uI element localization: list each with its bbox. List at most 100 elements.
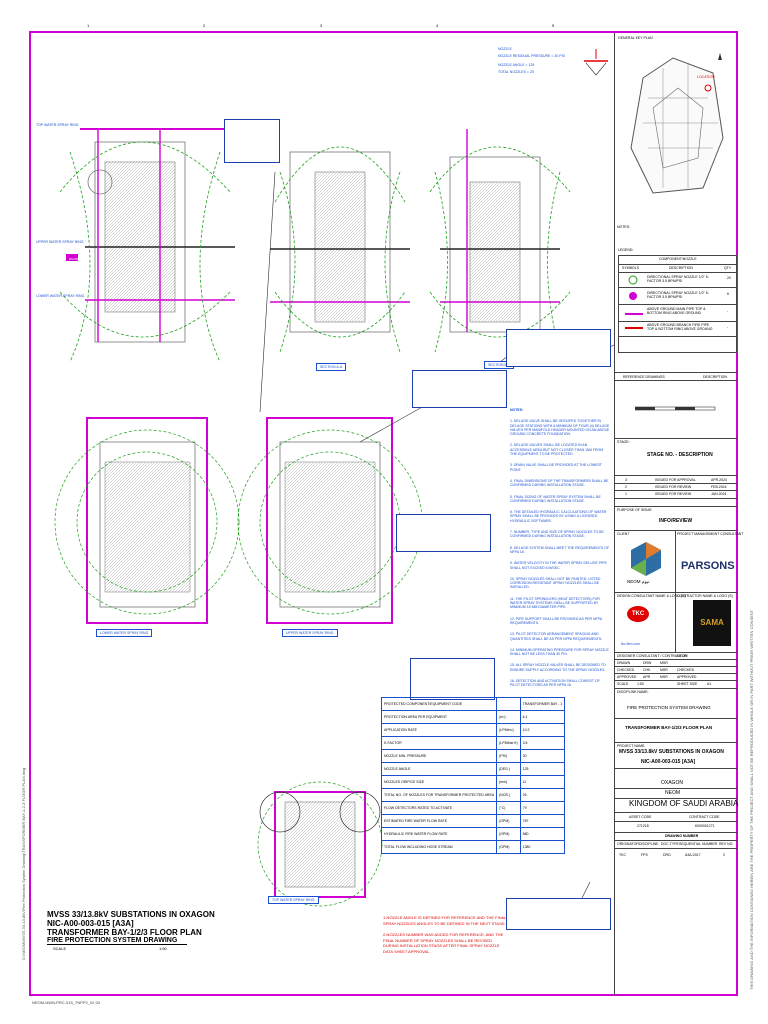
red-notes: 1-NOZZLE ANGLE IS DEFINED FOR REFERENCE … xyxy=(383,915,508,954)
legend-qty: 20 xyxy=(727,276,731,280)
table-header: TRANSFORMER BAY - 1 xyxy=(519,697,566,711)
tkc-url: tkc-firm.com xyxy=(621,642,641,646)
callout-box xyxy=(224,119,280,163)
table-cell: TOTAL NO. OF NOZZLES FOR TRANSFORMER PRO… xyxy=(380,788,498,802)
table-cell: (DEG.) xyxy=(496,762,521,776)
purpose-label: PURPOSE OF ISSUE: xyxy=(617,508,653,512)
table-cell: HYDRAULIC FIRE WATER FLOW RATE xyxy=(380,827,498,841)
note-item: 1. DELUGE VALVE SHALL BE GROUPED TOGETHE… xyxy=(510,419,610,437)
key-plan-panel: GENERAL KEY PLAN LOCATION NOTES: LEGEND:… xyxy=(614,33,738,372)
dn-header: ORIGINATOR xyxy=(617,842,639,846)
grid-number: 2 xyxy=(203,23,206,28)
table-cell: FLOW DETECTORS RATED TO ACTIVATE xyxy=(380,801,498,815)
dn-header: DISCIPLINE xyxy=(639,842,659,846)
sama-logo: SAMA xyxy=(693,600,731,646)
sheet-size-value: A1 xyxy=(707,682,712,686)
red-note: 2-NOZZLES NUMBER WAS ADDED FOR REFERENCE… xyxy=(383,932,504,954)
role-label: CHECKED xyxy=(617,668,635,672)
role-name: DRW xyxy=(643,661,652,665)
table-row: NOZZLE ANGLE(DEG.)125 xyxy=(380,762,566,776)
client-label: CLIENT xyxy=(617,532,630,536)
legend-qty: - xyxy=(727,325,729,329)
legend-header: DESCRIPTION xyxy=(669,266,693,270)
nozzle-info-header: NOZZLE xyxy=(498,47,512,51)
key-plan-map xyxy=(630,53,724,194)
callout-box xyxy=(396,514,491,552)
legend-header: SYMBOLS xyxy=(622,266,639,270)
table-cell: (PSI) xyxy=(496,749,521,763)
table-cell: (NOS.) xyxy=(496,788,521,802)
location-2: NEOM xyxy=(665,790,680,796)
project-line: NIC-A00-003-015 [A3A] xyxy=(641,759,696,765)
revision-desc: ISSUED FOR APPROVAL xyxy=(655,478,696,482)
grid-number: 3 xyxy=(320,23,323,28)
table-cell: K-FACTOR xyxy=(380,736,498,750)
stage-label: STAGE: xyxy=(617,440,630,444)
table-row: TOTAL NO. OF NOZZLES FOR TRANSFORMER PRO… xyxy=(380,788,566,802)
table-cell: 1380 xyxy=(519,840,566,854)
dn-header: DOC.TYPE xyxy=(661,842,679,846)
role-name: CHK xyxy=(643,668,651,672)
callout-box xyxy=(506,329,611,367)
table-cell: (GPM) xyxy=(496,814,521,828)
table-cell: 10.2 xyxy=(519,723,566,737)
legend-desc: DIRECTIONAL SPRAY NOZZLE 1/2" K-FACTOR 3… xyxy=(647,275,710,283)
revision-no: 3 xyxy=(625,478,627,482)
note-item: 13. PILOT DETECTOR ARRANGEMENT SPACING A… xyxy=(510,632,603,641)
legend-desc: ABOVE GROUND BRANCH FIRE PIPE TOP & BOTT… xyxy=(647,323,713,331)
note-item: 8. DELUGE SYSTEM SHALL MEET THE REQUIREM… xyxy=(510,545,610,554)
dn-value: FPS xyxy=(641,853,648,857)
note-item: 11. THE PILOT SPRINKLERS (HEAT DETECTORS… xyxy=(510,596,600,610)
legend-symbols xyxy=(625,275,643,329)
table-header xyxy=(496,697,521,711)
section-b-b-view xyxy=(429,129,571,353)
neom-logo-icon xyxy=(631,542,661,576)
drawing-title-line: MVSS 33/13.8kV SUBSTATIONS IN OXAGON xyxy=(47,910,215,919)
dn-header: REV NO. xyxy=(719,842,734,846)
table-cell: (m²) xyxy=(496,710,521,724)
legend-desc: ABOVE GROUND MAIN PIPE TOP & BOTTOM RING… xyxy=(647,307,706,315)
scale-value: 1:50 xyxy=(637,682,644,686)
file-path-side-text: D:\NEOM\MVSS 33-13.8kV\Fire Protection S… xyxy=(21,767,26,960)
project-name-label: PROJECT NAME: xyxy=(617,744,646,748)
checked-label: CHECKED xyxy=(677,668,695,672)
plan-view-2 xyxy=(237,417,423,624)
scale-label: SCALE xyxy=(53,946,67,951)
grid-number: 5 xyxy=(552,23,555,28)
note-item: 7. NUMBER, TYPE AND SIZE OF SPRAY NOZZLE… xyxy=(510,530,604,539)
dn-value: TKC xyxy=(619,853,626,857)
table-row: NOZZLE MIN. PRESSURE(PSI)30 xyxy=(380,749,566,763)
table-cell: 3.5 xyxy=(519,736,566,750)
table-cell: NOZZLE MIN. PRESSURE xyxy=(380,749,498,763)
plan-1-ring-label: LOWER WATER SPRAY RING xyxy=(96,629,153,637)
plan-3-ring-label: TOP WATER SPRAY RING xyxy=(268,896,319,904)
legend-header: QTY xyxy=(724,266,732,270)
table-row: K-FACTOR(LPM/bar½)3.5 xyxy=(380,736,566,750)
table-cell: 6.1 xyxy=(519,710,566,724)
legend-qty: 6 xyxy=(727,292,729,296)
plan-view-3 xyxy=(257,781,383,907)
notes-title: NOTES: xyxy=(510,408,524,412)
callout-box xyxy=(412,370,507,408)
note-item: 4. FINAL DIMENSIONS OF THE TRANSFORMERS … xyxy=(510,478,609,488)
callout-box xyxy=(410,658,495,700)
approved-label: APPROVED xyxy=(677,675,697,679)
scale-value: 1:50 xyxy=(159,946,167,951)
note-item: 12. PIPE SUPPORT SHALL BE PROVIDED AS PE… xyxy=(510,616,602,625)
legend-table: COMPONENT/NOZZLE SYMBOLS DESCRIPTION QTY… xyxy=(618,255,737,353)
role-name: APR xyxy=(643,675,651,679)
note-item: 3. DRAIN VALVE SHALL BE PROVIDED AT THE … xyxy=(510,463,602,472)
section-a-a-view xyxy=(270,146,410,353)
plan-view-1 xyxy=(54,417,240,624)
note-item: 9. WATER VELOCITY IN THE WATER SPRAY DEL… xyxy=(510,561,607,570)
table-cell: TOTAL FLOW INCLUDING HOSE STREAM xyxy=(380,840,498,854)
table-row: PROTECTION AREA PER EQUIPMENT(m²)6.1 xyxy=(380,710,566,724)
grid-number: 4 xyxy=(436,23,439,28)
role-label: APPROVED xyxy=(617,675,637,679)
location-1: OXAGON xyxy=(661,780,683,786)
table-cell: APPLICATION RATE xyxy=(380,723,498,737)
legend-label: LEGEND: xyxy=(618,248,634,252)
drawing-title-line: TRANSFORMER BAY-1/2/3 FLOOR PLAN xyxy=(47,928,202,937)
scale-bar xyxy=(635,406,716,411)
stage-title: STAGE NO. - DESCRIPTION xyxy=(647,452,713,458)
